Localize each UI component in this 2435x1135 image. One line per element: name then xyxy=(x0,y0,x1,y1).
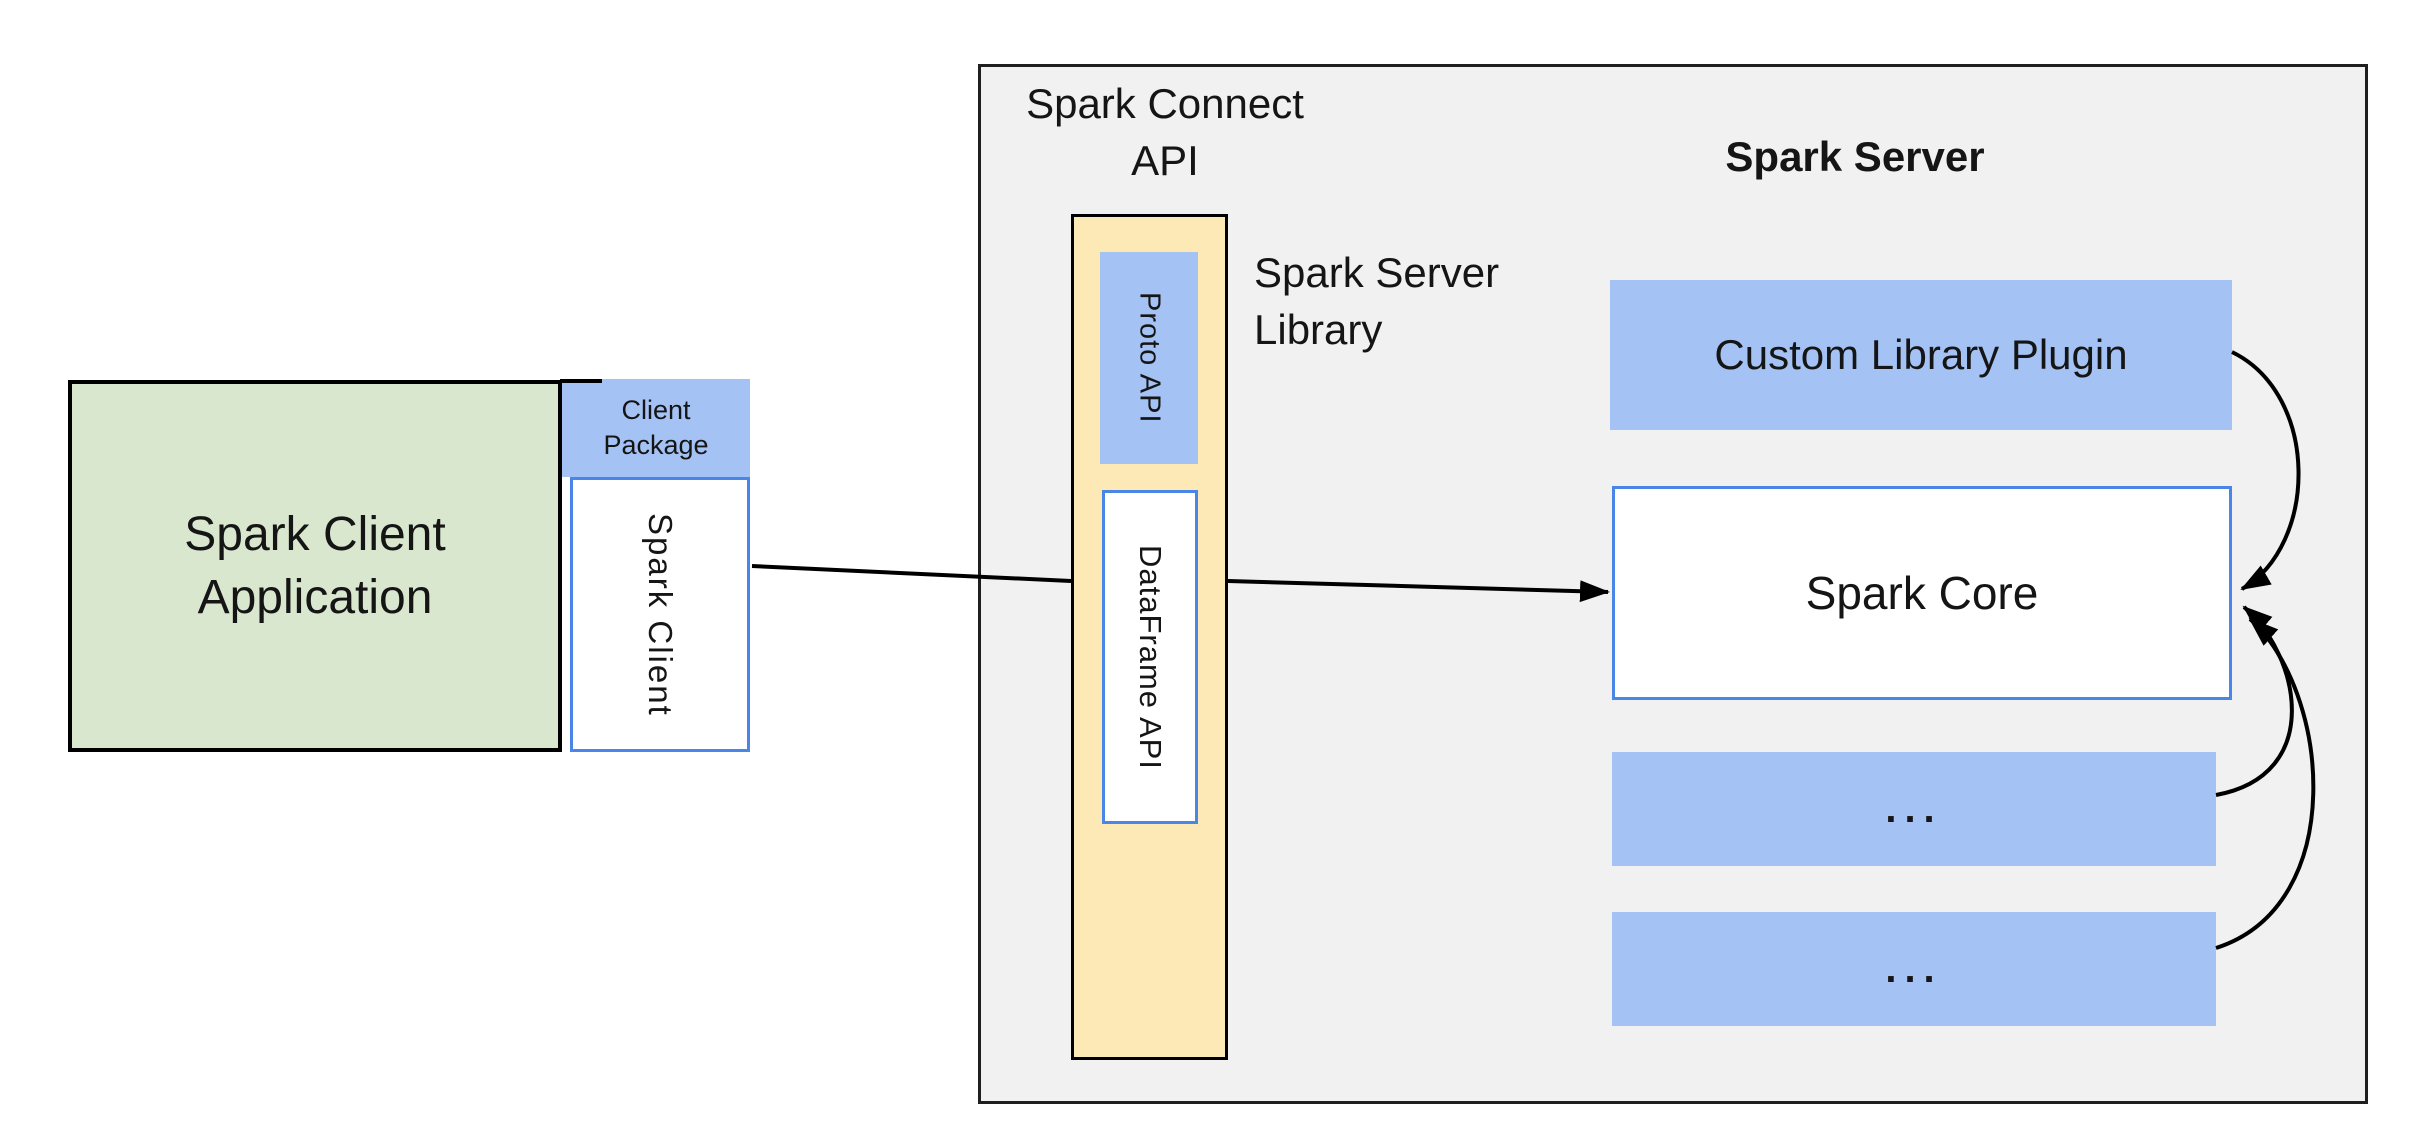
ellipsis-box-1: ... xyxy=(1612,752,2216,866)
spark-server-library-line1: Spark Server xyxy=(1254,249,1500,296)
client-package-box: Client Package xyxy=(562,379,750,477)
spark-client-application-line1: Spark Client xyxy=(184,508,446,561)
spark-core-box: Spark Core xyxy=(1612,486,2232,700)
custom-library-plugin-box: Custom Library Plugin xyxy=(1610,280,2232,430)
spark-server-library-line2: Library xyxy=(1254,306,1383,353)
proto-api-box: Proto API xyxy=(1100,252,1198,464)
spark-connect-api-line2: API xyxy=(1131,137,1199,184)
spark-connect-api-line1: Spark Connect xyxy=(1026,80,1304,127)
spark-core-label: Spark Core xyxy=(1805,567,2039,619)
dataframe-api-box: DataFrame API xyxy=(1102,490,1198,824)
spark-client-label: Spark Client xyxy=(642,512,679,717)
client-package-label: Client Package xyxy=(603,393,708,463)
spark-client-box: Spark Client xyxy=(570,477,750,752)
ellipsis-label-2: ... xyxy=(1885,946,1943,991)
ellipsis-label-1: ... xyxy=(1885,786,1943,831)
spark-server-title: Spark Server xyxy=(1725,133,1985,180)
spark-server-library-label: Spark Server Library xyxy=(1254,244,1614,358)
custom-library-plugin-label: Custom Library Plugin xyxy=(1714,331,2128,378)
spark-client-application-box: Spark Client Application xyxy=(68,380,562,752)
dataframe-api-label: DataFrame API xyxy=(1133,544,1168,770)
spark-client-application-label: Spark Client Application xyxy=(184,503,445,629)
spark-connect-api-label: Spark Connect API xyxy=(990,75,1340,189)
proto-api-label: Proto API xyxy=(1133,292,1166,424)
ellipsis-box-2: ... xyxy=(1612,912,2216,1026)
client-package-line2: Package xyxy=(603,430,709,460)
spark-client-application-line2: Application xyxy=(197,571,433,624)
client-package-line1: Client xyxy=(621,395,691,425)
